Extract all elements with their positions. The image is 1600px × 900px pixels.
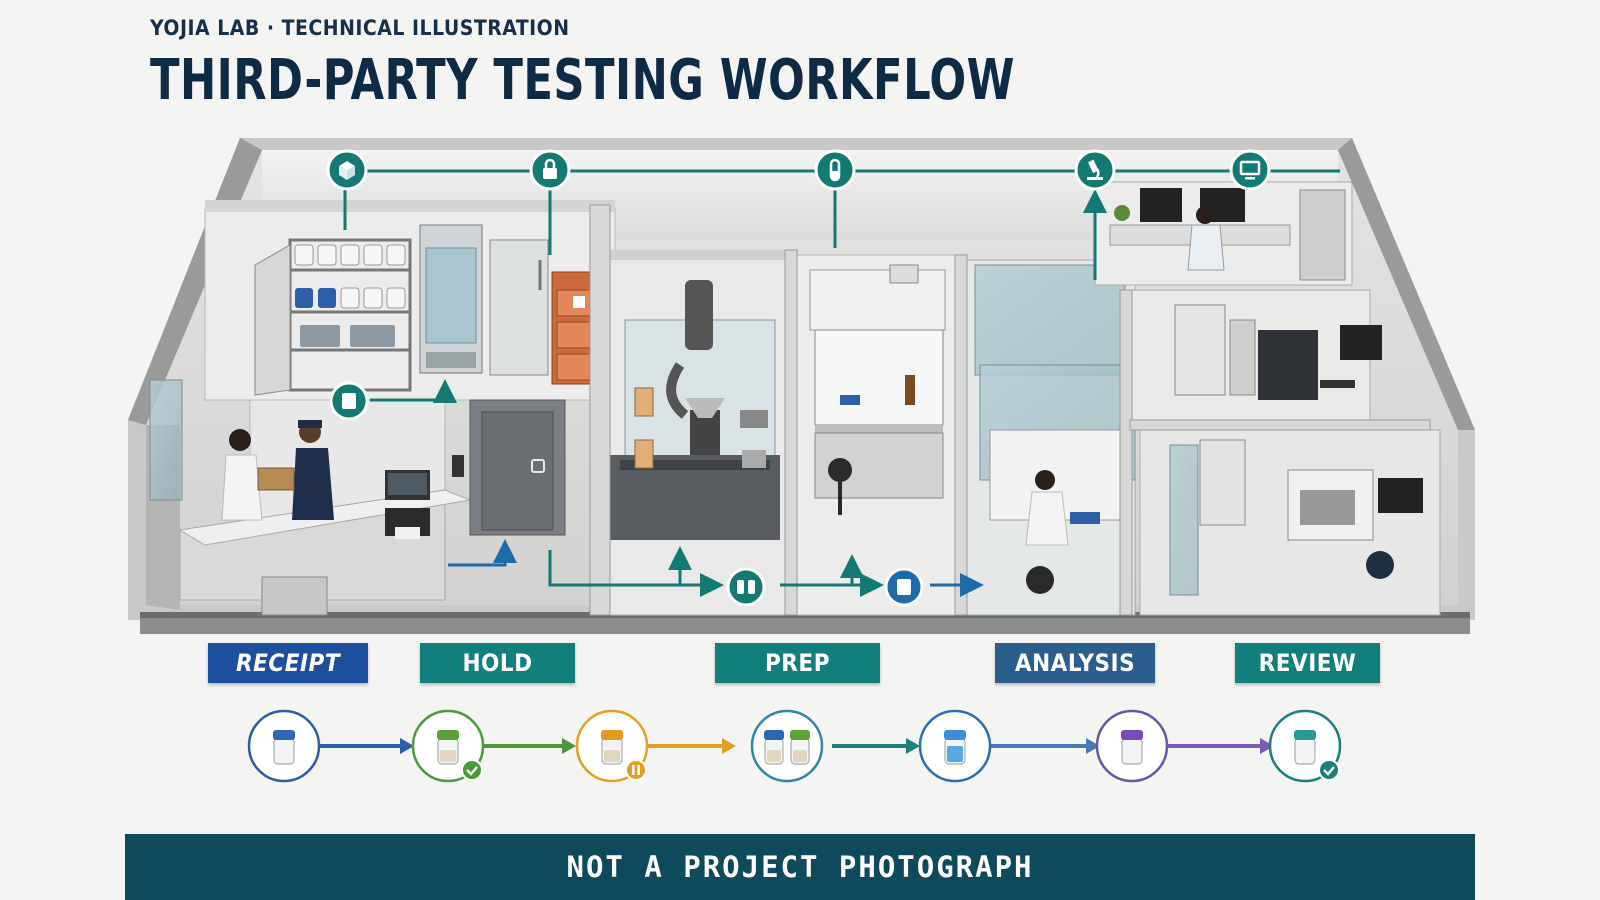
stage-label-hold: HOLD [420, 643, 575, 683]
jar-icon [944, 730, 966, 765]
footer-text: NOT A PROJECT PHOTOGRAPH [566, 850, 1034, 884]
jar-pair-icon [737, 580, 755, 594]
eyebrow-text: YOJIA LAB · TECHNICAL ILLUSTRATION [150, 16, 570, 40]
test-tube-icon [829, 158, 841, 182]
check-badge-icon [1318, 759, 1340, 781]
sample-step-2 [411, 709, 485, 783]
flow-icon-microscope [1074, 149, 1116, 191]
beaker-icon [897, 579, 911, 595]
jar-icon [342, 393, 356, 409]
floor-marker-jar-pair [726, 567, 766, 607]
instrument-room [1129, 289, 1382, 421]
floor-flow-line [370, 379, 984, 597]
box-icon [339, 161, 355, 180]
lock-icon [543, 158, 557, 179]
fume-hood-room [794, 254, 956, 616]
jar-icon [437, 730, 459, 765]
monitor-icon [1239, 160, 1261, 180]
floor-marker-beaker [884, 567, 924, 607]
sample-step-1 [247, 709, 321, 783]
workstation-room [1139, 429, 1441, 616]
jar-icon [273, 730, 295, 765]
stage-label-prep: PREP [715, 643, 880, 683]
flow-icon-tube [814, 149, 856, 191]
page-title: THIRD-PARTY TESTING WORKFLOW [150, 48, 1015, 113]
floor-marker-jar [329, 381, 369, 421]
stage-label-receipt: RECEIPT [208, 643, 368, 683]
analysis-room [964, 259, 1136, 616]
sample-step-5 [918, 709, 992, 783]
jar-icon [1121, 730, 1143, 765]
storage-room [204, 200, 616, 401]
sample-step-3 [575, 709, 649, 783]
sample-step-7 [1268, 709, 1342, 783]
jar-pair-icon [764, 730, 810, 765]
hold-vault [452, 399, 566, 536]
header: YOJIA LAB · TECHNICAL ILLUSTRATION THIRD… [150, 16, 1156, 113]
footer-bar: NOT A PROJECT PHOTOGRAPH [125, 834, 1475, 900]
receipt-area [149, 379, 472, 616]
stage-label-analysis: ANALYSIS [995, 643, 1155, 683]
sequence-connectors [318, 738, 1274, 754]
check-badge-icon [461, 759, 483, 781]
jar-icon [601, 730, 623, 765]
review-office [1094, 181, 1353, 286]
jar-icon [1294, 730, 1316, 765]
microscope-icon [1087, 159, 1103, 181]
prep-room [604, 250, 786, 616]
interior-walls [589, 204, 1431, 616]
flow-icon-lock [529, 149, 571, 191]
flow-icon-monitor [1229, 149, 1271, 191]
sample-step-6 [1095, 709, 1169, 783]
sample-sequence [247, 709, 1342, 783]
stage-label-review: REVIEW [1235, 643, 1380, 683]
flow-icon-box [326, 149, 368, 191]
sample-step-4 [750, 709, 824, 783]
pause-badge-icon [625, 759, 647, 781]
